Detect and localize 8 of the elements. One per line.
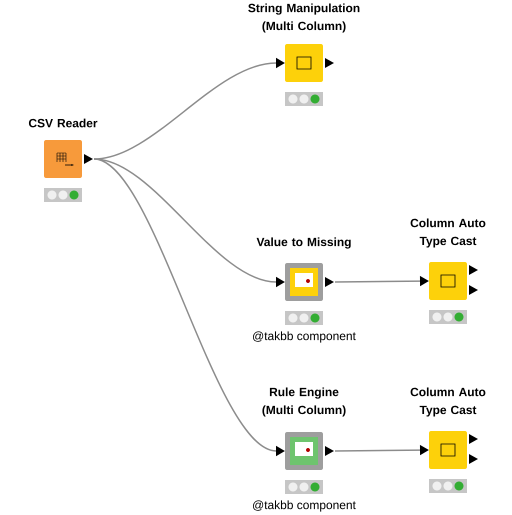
node-title: String Manipulation (Multi Column) [248, 3, 360, 33]
node-title: Value to Missing [256, 237, 351, 249]
node-caption: @takbb component [253, 331, 356, 343]
node-title: Column Auto Type Cast [410, 218, 486, 248]
node-caption: @takbb component [253, 500, 356, 512]
node-title: CSV Reader [28, 118, 98, 128]
node-title: Rule Engine (Multi Column) [262, 387, 346, 417]
node-title: Column Auto Type Cast [410, 387, 486, 417]
